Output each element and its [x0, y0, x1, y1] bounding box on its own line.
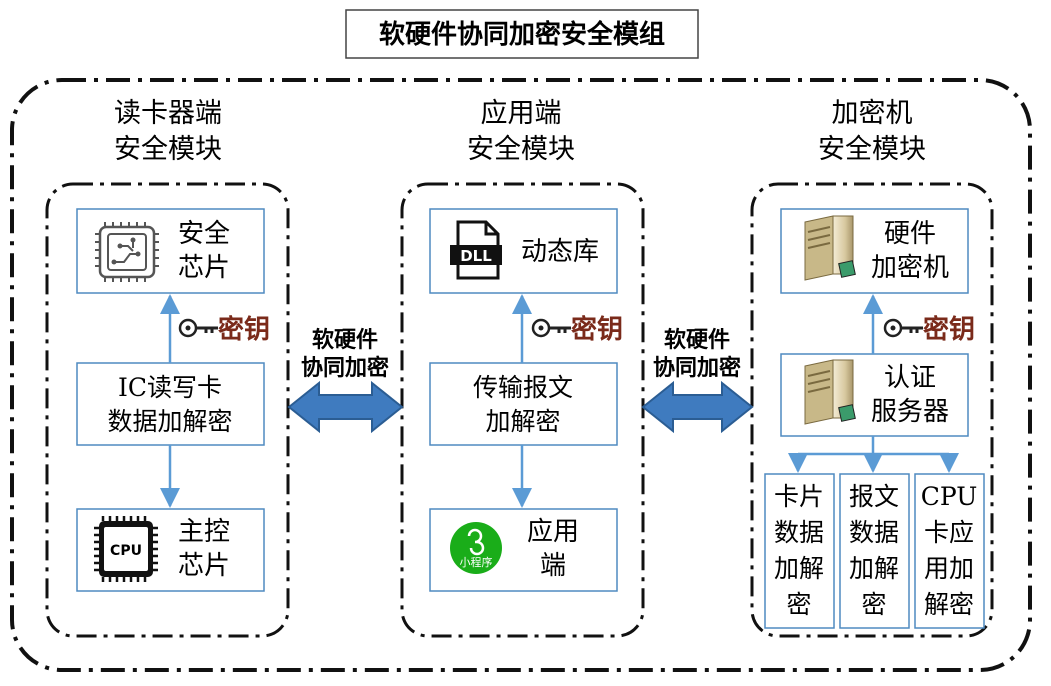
outer-container [10, 78, 1032, 672]
link-right-line2: 协同加密 [653, 355, 741, 381]
group-reader-frame [45, 182, 290, 638]
security-chip-box: 安全 芯片 [76, 208, 265, 294]
branch-arrows [788, 436, 959, 473]
cpu-icon: CPU [94, 516, 158, 582]
app-line1: 应用 [527, 517, 579, 547]
main-chip-box: CPU 主控 芯片 [76, 508, 265, 592]
hardware-hsm-box: 硬件 加密机 [780, 208, 969, 294]
key-icon [531, 318, 571, 338]
key-reader: 密钥 [178, 314, 270, 345]
group-reader-line2: 安全模块 [114, 134, 222, 165]
link-left-line2: 协同加密 [301, 355, 389, 381]
key-icon [178, 318, 218, 338]
title-text: 软硬件协同加密安全模组 [379, 19, 665, 50]
sub0-line1: 数据 [774, 518, 824, 547]
key-label-hsm: 密钥 [923, 314, 975, 345]
group-title-app: 应用端 安全模块 [467, 98, 575, 165]
card-crypto-box: 卡片 数据 加解 密 [764, 473, 835, 629]
group-title-hsm: 加密机 安全模块 [818, 98, 926, 165]
group-title-reader: 读卡器端 安全模块 [114, 98, 222, 165]
server-icon [804, 215, 856, 281]
main-chip-line2: 芯片 [178, 551, 230, 581]
hardware-hsm-line2: 加密机 [871, 253, 949, 283]
key-label-app: 密钥 [571, 314, 623, 345]
transfer-line2: 加解密 [485, 407, 560, 436]
key-hsm: 密钥 [883, 314, 975, 345]
link-right-line1: 软硬件 [664, 327, 730, 353]
dll-label: 动态库 [521, 237, 599, 267]
double-arrow-left [287, 380, 404, 434]
group-reader-line1: 读卡器端 [114, 98, 222, 129]
sub1-line2: 加解 [849, 554, 899, 583]
key-icon [883, 318, 923, 338]
sub1-line3: 密 [861, 590, 886, 619]
auth-server-line1: 认证 [884, 363, 936, 393]
cpu-icon-text: CPU [110, 543, 142, 559]
double-arrow-right [641, 380, 754, 434]
diagram-title: 软硬件协同加密安全模组 [345, 9, 699, 59]
group-hsm-line2: 安全模块 [818, 134, 926, 165]
server-icon [804, 359, 856, 425]
mini-program-text: 小程序 [460, 555, 493, 569]
dll-box: DLL 动态库 [429, 208, 618, 294]
group-app-frame [400, 182, 645, 638]
auth-server-line2: 服务器 [871, 397, 949, 427]
sub2-line3: 解密 [924, 590, 974, 619]
security-chip-icon [95, 222, 159, 282]
message-crypto-box: 报文 数据 加解 密 [839, 473, 910, 629]
link-left-line1: 软硬件 [312, 327, 378, 353]
sub0-line3: 密 [786, 590, 811, 619]
app-box: 小程序 应用 端 [429, 508, 618, 592]
sub2-line0: CPU [921, 482, 978, 511]
group-hsm-line1: 加密机 [832, 98, 913, 129]
auth-server-box: 认证 服务器 [780, 353, 969, 437]
sub1-line1: 数据 [849, 518, 899, 547]
transfer-line1: 传输报文 [473, 373, 573, 402]
sub1-line0: 报文 [849, 482, 899, 511]
group-app-line2: 安全模块 [467, 134, 575, 165]
app-line2: 端 [540, 551, 566, 581]
dll-file-icon: DLL [450, 220, 502, 280]
key-label-reader: 密钥 [218, 314, 270, 345]
sub2-line1: 卡应 [924, 518, 974, 547]
ic-card-line2: 数据加解密 [107, 407, 232, 436]
hardware-hsm-line1: 硬件 [884, 219, 936, 249]
sub0-line0: 卡片 [774, 482, 824, 511]
group-hsm-frame [750, 182, 994, 638]
link-left: 软硬件 协同加密 [287, 327, 404, 434]
mini-program-icon: 小程序 [450, 522, 502, 574]
group-app-line1: 应用端 [481, 98, 562, 129]
ic-card-box: IC读写卡 数据加解密 [76, 362, 265, 446]
security-chip-line1: 安全 [178, 219, 230, 249]
ic-card-line1: IC读写卡 [118, 373, 222, 402]
dll-icon-text: DLL [460, 247, 492, 265]
cpu-crypto-box: CPU 卡应 用加 解密 [914, 473, 985, 629]
sub2-line2: 用加 [924, 554, 974, 583]
link-right: 软硬件 协同加密 [641, 327, 754, 434]
key-app: 密钥 [531, 314, 623, 345]
transfer-box: 传输报文 加解密 [429, 362, 618, 446]
main-chip-line1: 主控 [178, 517, 230, 547]
security-chip-line2: 芯片 [178, 253, 230, 283]
sub0-line2: 加解 [774, 554, 824, 583]
